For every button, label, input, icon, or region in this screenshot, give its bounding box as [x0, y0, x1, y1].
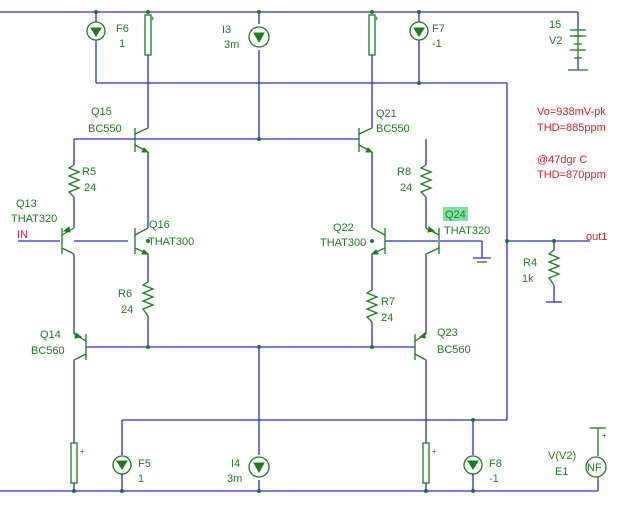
controlled-source-rect-left-bottom: + — [70, 442, 85, 491]
r8-value: 24 — [400, 182, 412, 194]
q15-model: BC550 — [88, 123, 122, 135]
i3-value: 3m — [224, 39, 239, 51]
e1-name: E1 — [555, 466, 568, 478]
transistor-Q21[interactable]: Q21 BC550 — [358, 108, 410, 153]
i3-name: I3 — [222, 24, 231, 36]
e1-value: V(V2) — [548, 450, 576, 462]
current-source-F6[interactable]: F6 1 — [86, 12, 129, 50]
q23-model: BC560 — [437, 344, 471, 356]
f5-value: 1 — [138, 473, 144, 485]
transistor-Q15[interactable]: Q15 BC550 — [88, 106, 150, 153]
v2-value: 15 — [549, 19, 561, 31]
current-source-F8[interactable]: F8 -1 — [463, 455, 502, 491]
v2-name: V2 — [549, 35, 562, 47]
annotation-thd1: THD=885ppm — [537, 122, 606, 134]
q13-model: THAT320 — [11, 213, 57, 225]
resistor-R5[interactable]: R5 24 — [67, 164, 96, 198]
q14-name: Q14 — [40, 329, 61, 341]
r8-name: R8 — [397, 166, 411, 178]
current-source-F7[interactable]: F7 -1 — [409, 12, 445, 50]
r7-value: 24 — [381, 312, 393, 324]
f8-value: -1 — [489, 473, 499, 485]
noise-source-E1[interactable]: NF + V(V2) E1 — [548, 427, 607, 480]
plus-sign: + — [374, 14, 379, 23]
q23-name: Q23 — [437, 327, 458, 339]
current-source-F5[interactable]: F5 1 — [112, 455, 151, 491]
q24-model: THAT320 — [444, 225, 490, 237]
f7-value: -1 — [432, 38, 442, 50]
f5-name: F5 — [138, 458, 151, 470]
r5-name: R5 — [82, 166, 96, 178]
q16-model: THAT300 — [148, 236, 194, 248]
q15-name: Q15 — [91, 106, 112, 118]
r4-name: R4 — [523, 257, 537, 269]
resistor-R7[interactable]: R7 24 — [365, 289, 395, 324]
q13-name: Q13 — [16, 198, 37, 210]
transistor-Q13[interactable]: Q13 THAT320 — [11, 198, 75, 255]
net-label-input: IN — [17, 229, 28, 241]
f6-value: 1 — [119, 38, 125, 50]
resistor-R4[interactable]: R4 1k — [522, 249, 561, 286]
plus-sign: + — [602, 431, 607, 440]
q14-model: BC560 — [31, 345, 65, 357]
f7-name: F7 — [432, 23, 445, 35]
r4-value: 1k — [522, 273, 534, 285]
transistor-Q14[interactable]: Q14 BC560 — [31, 329, 87, 361]
i4-value: 3m — [227, 473, 242, 485]
resistor-R8[interactable]: R8 24 — [397, 164, 433, 198]
wires — [0, 11, 599, 492]
voltage-source-V2[interactable]: 15 V2 — [549, 19, 588, 71]
transistor-Q22[interactable]: Q22 THAT300 — [320, 222, 386, 255]
annotation-temp: @47dgr C — [537, 154, 587, 166]
q22-model: THAT300 — [320, 237, 366, 249]
junction-dots — [72, 10, 556, 493]
q21-name: Q21 — [376, 108, 397, 120]
selection-highlight — [443, 207, 468, 221]
controlled-source-rect-right-bottom: + — [422, 442, 437, 491]
resistor-R6[interactable]: R6 24 — [118, 281, 155, 317]
controlled-source-rect-left-top: + — [144, 14, 155, 56]
annotation-thd2: THD=870ppm — [537, 169, 606, 181]
r6-name: R6 — [118, 288, 132, 300]
transistor-Q24[interactable]: Q24 THAT320 — [425, 207, 490, 255]
e1-symbol: NF — [587, 462, 602, 474]
q24-name: Q24 — [445, 209, 466, 221]
current-source-I3[interactable]: I3 3m — [222, 24, 270, 51]
transistor-Q16[interactable]: Q16 THAT300 — [134, 219, 194, 255]
plus-sign: + — [432, 447, 437, 456]
q21-model: BC550 — [376, 123, 410, 135]
current-source-I4[interactable]: I4 3m — [227, 456, 270, 485]
q16-name: Q16 — [149, 219, 170, 231]
r7-name: R7 — [381, 296, 395, 308]
transistor-Q23[interactable]: Q23 BC560 — [414, 327, 471, 361]
plus-sign: + — [80, 447, 85, 456]
q22-name: Q22 — [333, 222, 354, 234]
r5-value: 24 — [84, 182, 96, 194]
annotation-vo: Vo=938mV-pk — [537, 106, 606, 118]
net-label-output: out1 — [586, 231, 607, 243]
f8-name: F8 — [489, 458, 502, 470]
controlled-source-rect-right-top: + — [368, 14, 379, 56]
i4-name: I4 — [231, 458, 240, 470]
f6-name: F6 — [116, 23, 129, 35]
plus-sign: + — [150, 14, 155, 23]
simulation-annotations: Vo=938mV-pk THD=885ppm @47dgr C THD=870p… — [537, 106, 606, 181]
r6-value: 24 — [121, 304, 133, 316]
